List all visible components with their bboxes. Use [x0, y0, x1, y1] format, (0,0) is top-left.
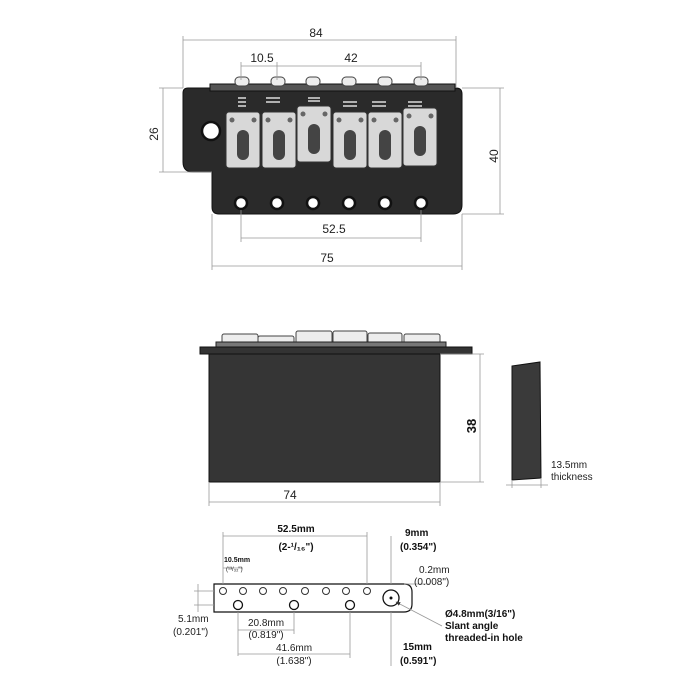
dim-hole-spacing-in: (0.819"): [248, 630, 283, 641]
dim-height-right: 40: [487, 149, 501, 163]
sustain-block: [208, 353, 441, 483]
block-end-view: [511, 361, 542, 481]
plate-string-holes: [219, 587, 371, 595]
dim-edge-in: (0.354"): [400, 542, 436, 553]
dim-hole-spacing-mm: 20.8mm: [248, 618, 284, 629]
dim-hole-diameter: Ø4.8mm(3/16"): [445, 609, 515, 620]
dim-small-spacing-in: (¹³/₃₂"): [226, 567, 243, 573]
dim-depth-in: (0.591"): [400, 656, 436, 667]
dim-height-left: 26: [147, 127, 161, 141]
dim-spacing-in: (2-¹/₁₆"): [278, 542, 313, 553]
dim-small-spacing-mm: 10.5mm: [224, 557, 250, 564]
dim-left-offset-mm: 5.1mm: [178, 614, 209, 625]
saddles-top: [225, 105, 438, 169]
dim-plate-width: 75: [320, 251, 334, 265]
dim-string-spacing-total: 42: [344, 51, 358, 65]
plate-view: 52.5mm (2-¹/₁₆") 10.5mm (¹³/₃₂") 9mm (0.…: [173, 524, 523, 667]
side-view: 38 74 13.5mm thickness: [199, 330, 593, 506]
dim-overall-width: 84: [309, 26, 323, 40]
plate-rear-lip: [209, 83, 456, 92]
dim-block-height: 38: [464, 419, 479, 433]
hole-note-slant: Slant angle: [445, 621, 499, 632]
dim-string-spacing-small: 10.5: [250, 51, 274, 65]
dim-block-width: 74: [283, 488, 297, 502]
hole-note-threaded: threaded-in hole: [445, 633, 523, 644]
dim-screw-span: 52.5: [322, 222, 346, 236]
base-plate-side: [199, 346, 473, 355]
top-view: 84 10.5 42 26 40 52.5: [147, 26, 504, 270]
intonation-springs: [238, 97, 422, 107]
dim-thickness-value: 13.5mm: [551, 460, 587, 471]
dim-hole-span-in: (1.638"): [276, 656, 311, 667]
dim-edge-mm: 9mm: [405, 528, 428, 539]
dim-thickness-label: thickness: [551, 472, 593, 483]
dim-gap-mm: 0.2mm: [419, 565, 450, 576]
mounting-hole: [200, 120, 222, 142]
top-dimensions: 84 10.5 42 26 40 52.5: [147, 26, 504, 270]
dim-gap-in: (0.008"): [414, 577, 449, 588]
plate-pivot-holes: [232, 599, 356, 611]
saddles-side: [215, 330, 447, 349]
dim-depth-mm: 15mm: [403, 642, 432, 653]
string-holes-top: [234, 76, 429, 87]
dim-left-offset-in: (0.201"): [173, 627, 208, 638]
dim-hole-span-mm: 41.6mm: [276, 643, 312, 654]
pivot-screw-holes: [233, 195, 429, 211]
dim-spacing-mm: 52.5mm: [277, 524, 314, 535]
